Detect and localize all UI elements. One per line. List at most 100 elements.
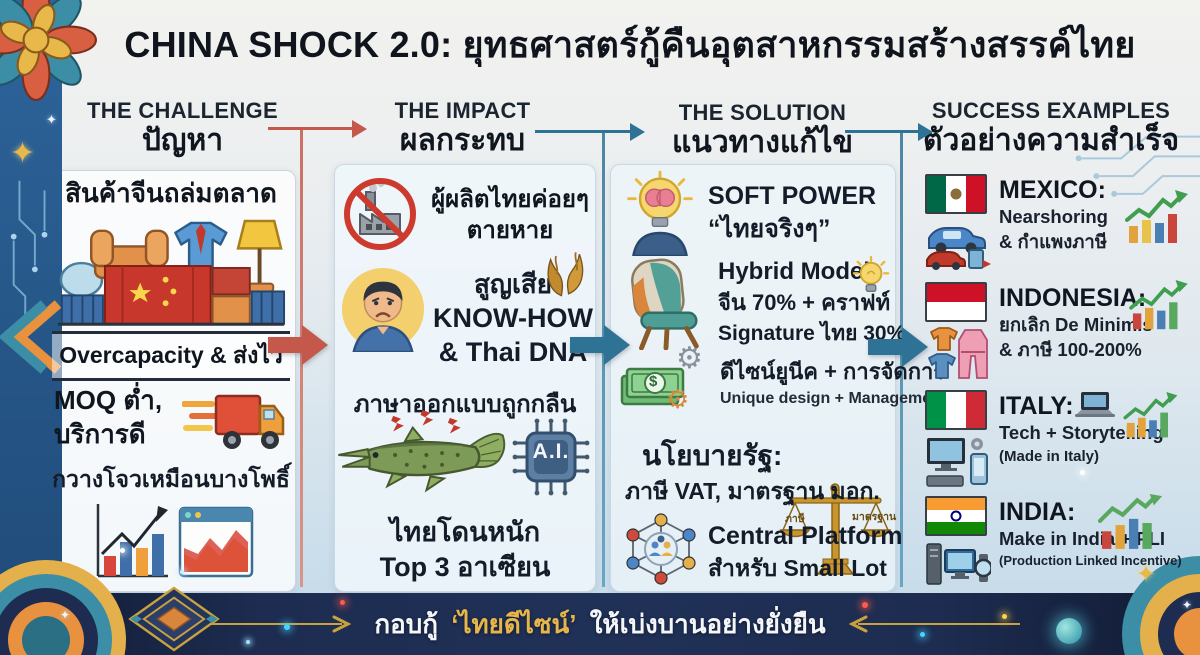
growth-chart-icon <box>1123 392 1178 438</box>
china-goods-title: สินค้าจีนถล่มตลาด <box>65 178 277 208</box>
moq-item: MOQ ต่ำ, บริการดี <box>54 384 292 454</box>
page-title: CHINA SHOCK 2.0: ยุทธศาสตร์กู้คืนอุตสาหก… <box>124 24 1136 65</box>
left-decor-strip <box>0 0 62 655</box>
soft-power-line2: “ไทยจริงๆ” <box>708 214 831 243</box>
solution-header-en: THE SOLUTION <box>678 100 847 125</box>
sparkle-icon: ✦ <box>1182 598 1193 612</box>
solution-header-th: แนวทางแก้ไข <box>671 126 854 160</box>
challenge-to-impact-arrow <box>268 325 328 365</box>
arrow-head-icon <box>918 122 933 141</box>
glow-dot <box>246 640 250 644</box>
glow-dot <box>862 602 868 608</box>
indonesia-line1: ยกเลิก De Minimis <box>999 313 1153 335</box>
designer-chair-icon <box>631 258 699 350</box>
italy-icon-cluster <box>925 390 993 495</box>
thailand-hit-line1: ไทยโดนหนัก <box>389 517 541 547</box>
india-flag-icon <box>925 496 987 536</box>
success-header-en: SUCCESS EXAMPLES <box>931 98 1171 123</box>
network-platform-icon <box>626 513 696 585</box>
sparkle-icon: ✦ <box>60 608 71 622</box>
growth-chart-icon <box>1125 190 1188 243</box>
laptop-icon <box>1075 392 1115 417</box>
loss-line3: & Thai DNA <box>438 336 588 367</box>
mexico-icon-cluster <box>925 174 993 275</box>
moq-line2: บริการดี <box>54 418 146 449</box>
scale-graphic <box>779 483 892 575</box>
footer-slogan: กอบกู้ ‘ไทยดีไซน์’ ให้เบ่งบานอย่างยั่งยื… <box>374 604 825 645</box>
glow-dot <box>920 632 925 637</box>
lightbulb-icon <box>852 256 890 293</box>
indonesia-name: INDONESIA: <box>999 284 1147 312</box>
china-goods-pile-illustration <box>57 219 286 326</box>
challenge-header-th: ปัญหา <box>141 124 224 158</box>
moq-line1: MOQ ต่ำ, <box>54 385 163 415</box>
impact-header-en: THE IMPACT <box>394 98 531 123</box>
growth-chart-icon <box>1097 494 1163 549</box>
arrow-head-icon <box>352 119 367 138</box>
chevron-ribbon-icon <box>0 300 62 374</box>
glow-dot <box>120 548 125 553</box>
thai-diamond-ornament-icon <box>128 586 220 652</box>
cars-tariff-icon <box>926 227 991 270</box>
italy-name: ITALY: <box>999 392 1074 420</box>
success-row-italy: ITALY: Tech + Storytelling (Made in Ital… <box>925 388 1197 496</box>
sparkle-icon: ✦ <box>1136 561 1157 588</box>
producers-dying-line2: ตายหาย <box>466 217 554 245</box>
success-row-mexico: MEXICO: Nearshoring & กำแพงภาษี <box>925 172 1197 280</box>
success-row-india: INDIA: Make in India + PLI (Production L… <box>925 494 1197 602</box>
corner-swirl-core <box>22 616 70 655</box>
mexico-name: MEXICO: <box>999 176 1106 204</box>
guangzhou-item: กวางโจวเหมือนบางโพธิ์ <box>52 466 290 492</box>
glow-dot <box>180 570 184 574</box>
hybrid-line3: Signature ไทย 30% <box>718 322 906 346</box>
impact-solution-connector <box>535 130 630 133</box>
knowhow-loss-item: สูญเสีย KNOW-HOW & Thai DNA <box>340 266 594 369</box>
factory-closure-item: ผู้ผลิตไทยค่อยๆ ตายหาย <box>342 176 594 252</box>
footer-slogan-pre: กอบกู้ <box>374 608 438 639</box>
mexico-line1: Nearshoring <box>999 205 1108 227</box>
solution-to-success-arrow <box>868 327 928 367</box>
soft-power-line1: SOFT POWER <box>708 182 877 210</box>
indonesia-icon-cluster <box>925 282 993 387</box>
impact-panel <box>334 164 596 592</box>
circuit-traces-icon <box>1075 135 1200 197</box>
divider-challenge-impact <box>300 129 303 587</box>
footer-slogan-highlight: ‘ไทยดีไซน์’ <box>451 608 577 639</box>
hybrid-line1: Hybrid Model: <box>718 258 878 285</box>
market-charts-illustration <box>96 504 254 578</box>
scale-right-label: มาตรฐาน <box>852 511 897 523</box>
thai-lotus-ornament-icon <box>0 0 97 101</box>
gear-icon: ⚙ <box>666 384 690 414</box>
challenge-header-en: THE CHALLENGE <box>87 98 278 123</box>
no-factory-icon <box>344 178 416 250</box>
impact-header-th: ผลกระทบ <box>399 124 526 158</box>
design-language-item: ภาษาออกแบบถูกกลืน <box>353 391 577 418</box>
footer-content: กอบกู้ ‘ไทยดีไซน์’ ให้เบ่งบานอย่างยั่งยื… <box>0 593 1200 655</box>
success-header: SUCCESS EXAMPLES ตัวอย่างความสำเร็จ <box>912 98 1190 159</box>
gold-arrow-left-icon <box>848 615 1020 633</box>
electronics-icon <box>926 543 993 585</box>
ai-chip-icon: A.I. <box>512 418 590 496</box>
glow-dot <box>284 624 290 630</box>
loss-line1: สูญเสีย <box>473 269 552 299</box>
tech-devices-icon <box>926 438 988 487</box>
divider-impact-solution <box>602 132 605 587</box>
solution-header: THE SOLUTION แนวทางแก้ไข <box>645 100 880 161</box>
unique-design-line2: Unique design + Management <box>720 389 947 407</box>
idea-person-icon <box>627 170 693 256</box>
central-platform-item: Central Platform สำหรับ Small Lot <box>624 512 902 586</box>
soft-power-item: SOFT POWER “ไทยจริงๆ” <box>620 170 876 256</box>
banknotes-graphic <box>620 367 685 406</box>
sparkle-icon: ✦ <box>46 112 57 127</box>
thailand-hit-item: ไทยโดนหนัก Top 3 อาเซียน <box>338 514 592 586</box>
sparkle-icon: ✦ <box>10 137 36 170</box>
mexico-line2: & กำแพงภาษี <box>999 230 1108 252</box>
glow-dot <box>1080 470 1085 475</box>
growth-chart-icon <box>1129 280 1188 330</box>
italy-flag-icon <box>925 390 987 430</box>
circuit-lines-icon <box>10 180 48 326</box>
gov-policy-title: นโยบายรัฐ: <box>642 440 783 471</box>
gar-fish-illustration <box>338 410 506 493</box>
challenge-impact-connector <box>268 127 352 130</box>
